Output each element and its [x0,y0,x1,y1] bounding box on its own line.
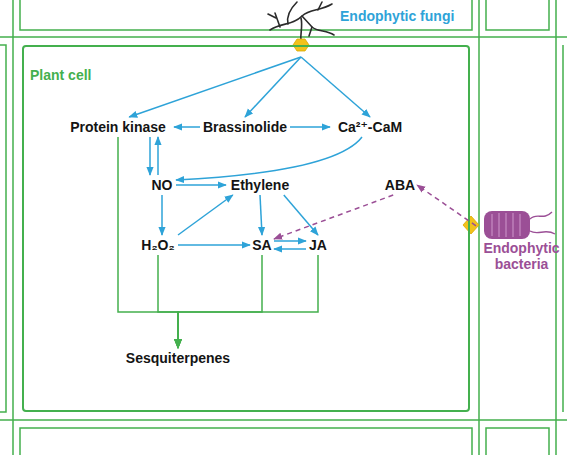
signal-node: JA [306,235,330,255]
bacterium-rod [484,211,530,239]
node-label: Plant cell [30,67,91,83]
signal-node: ABA [383,175,417,195]
node-text: SA [252,237,271,253]
plant-cell: Plant cellProtein kinase Brassinolide Ca²⁺… [22,45,470,412]
signal-node: Protein kinase [62,117,174,137]
fungal-receptor [293,39,309,51]
signal-arrow [245,57,301,117]
signal-node: SA [250,235,274,255]
fungal-hyphae [268,2,334,40]
signal-arrow [274,240,306,242]
signal-node: Brassinolide [200,117,290,137]
signal-arrow [417,185,476,226]
signal-arrow [290,126,330,128]
signal-arrow [176,184,226,186]
signal-arrow [178,195,233,235]
node-label: Endophytic fungi [340,8,454,24]
signal-node: Ethylene [226,175,294,195]
bacterium-flagellum [530,212,555,234]
signal-arrow [118,137,178,348]
hypha-line [302,16,334,35]
bacterium-stripes [492,213,520,237]
bacterium-group: Endophytic bacteria [476,198,567,270]
node-text: JA [309,237,327,253]
node-text: H₂O₂ [141,237,174,253]
signal-arrow [158,255,178,348]
bacterium-illustration [484,211,555,239]
signal-arrow [174,126,200,128]
node-text: NO [152,177,173,193]
signal-arrow [157,137,159,175]
signal-arrow [149,137,151,175]
node-text: Brassinolide [203,119,287,135]
node-text: Protein kinase [70,119,166,135]
signal-node: H₂O₂ [138,235,178,255]
node-text: ABA [385,177,415,193]
signal-node: NO [148,175,176,195]
signal-arrow [260,195,262,235]
signal-arrow [129,57,301,117]
fungus-group: Endophytic fungi [266,0,336,57]
signal-arrow [176,137,362,180]
hypha-line [309,2,322,36]
hypha-line [300,18,303,40]
signal-arrow [178,244,250,246]
signal-arrow [284,195,318,235]
product-node: Sesquiterpenes [120,348,236,368]
bacterial-receptor [463,216,479,234]
hypha-line [288,2,297,24]
signal-node: Ca²⁺-CaM [330,117,410,137]
signal-arrow [274,195,393,239]
node-label: Endophytic bacteria [476,240,567,272]
node-text: Sesquiterpenes [126,350,230,366]
signal-arrow [161,195,163,235]
signal-arrow [274,248,306,250]
signal-arrow [178,255,318,348]
signal-arrow [301,57,370,117]
node-text: Ethylene [231,177,289,193]
hypha-line [268,13,280,27]
signal-arrow [178,255,262,348]
node-text: Ca²⁺-CaM [338,119,402,135]
